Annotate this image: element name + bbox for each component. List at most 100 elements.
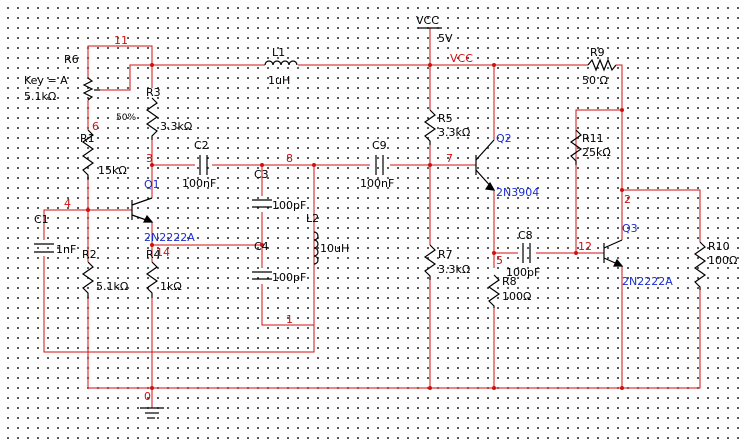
r1-ref: R1 [80,132,95,145]
l1-ref: L1 [272,46,285,59]
net-label: 3 [146,152,153,165]
q3-emitter-arrow [613,258,624,267]
r4-ref: R4 [146,248,161,261]
net-label: 4 [64,197,71,210]
r7-body [423,244,437,280]
wire-c4-bottom [261,284,314,326]
junction [150,63,154,67]
junction [428,163,432,167]
r10-ref: R10 [708,240,730,253]
junction [86,208,90,212]
r4-body [145,261,159,298]
q3-collector-leg [603,239,623,249]
junction [620,386,624,390]
net-label: 7 [446,152,453,165]
junction [574,251,578,255]
junction [428,63,432,67]
r11-value: 25kΩ [582,146,611,159]
r4-value: 1kΩ [160,280,182,293]
net-label: 2 [624,193,631,206]
net-label: 12 [578,240,592,253]
q2-model: 2N3904 [496,186,539,199]
wire-c1 [43,209,88,240]
r5-ref: R5 [438,112,453,125]
q3-ref: Q3 [622,222,638,235]
vcc-label: VCC [416,14,439,27]
junction [312,163,316,167]
c3-ref: C3 [254,168,269,181]
q2-emitter-arrow [484,181,496,191]
c4-value: 100pF [272,271,306,284]
r3-ref: R3 [146,86,161,99]
junction [620,108,624,112]
l1-coil [264,60,298,66]
c2-ref: C2 [194,139,209,152]
junction [150,386,154,390]
net-label: 11 [114,34,128,47]
junction [260,243,264,247]
junction [492,63,496,67]
r7-ref: R7 [438,248,453,261]
labels: R6 Key = A 5.1kΩ 50% R1 15kΩ R2 5.1kΩ R3… [24,14,737,403]
junction [428,386,432,390]
q2-ref: Q2 [496,132,512,145]
c2-value: 100nF [182,177,216,190]
junction [492,251,496,255]
net-label: 8 [286,152,293,165]
ground-icon [140,407,164,419]
wire-net11 [87,45,153,88]
junction [260,163,264,167]
c3-value: 100pF [272,199,306,212]
junction [620,188,624,192]
q1-model: 2N2222A [144,231,195,244]
r6-key: Key = A [24,74,68,87]
r6-ref: R6 [64,53,79,66]
wire-wiper [94,64,152,91]
wire-r11 [575,109,622,253]
r1-value: 15kΩ [98,164,127,177]
junction [150,243,154,247]
wires [43,28,701,408]
c8-ref: C8 [518,229,533,242]
wire-r10-top [622,189,701,242]
r3-body [145,97,159,140]
net-label: 0 [144,390,151,403]
net-label: 14 [156,246,170,259]
net-label: 1 [286,313,293,326]
l2-coil [313,231,319,265]
c1-value: 1nF [56,243,76,256]
junction [150,163,154,167]
c1-ref: C1 [34,213,49,226]
r11-body [569,129,583,165]
c8-value: 100pF [506,266,540,279]
wire-c1-bottom [43,165,315,353]
r6-value: 5.1kΩ [24,90,56,103]
r7-value: 3.3kΩ [438,263,470,276]
r9-body [587,58,617,72]
r6-body [82,77,94,101]
net-label: 5 [496,254,503,267]
q3-model: 2N2222A [622,275,673,288]
r2-value: 5.1kΩ [96,280,128,293]
q1-collector-leg [131,197,153,206]
junction-dots [86,63,624,390]
l1-value: 1uH [268,74,290,87]
wire-ground-rail [88,290,701,389]
q1-ref: Q1 [144,178,160,191]
r2-body [81,261,95,298]
r9-ref: R9 [590,46,605,59]
q2-collector-leg [475,139,495,161]
r10-body [693,241,707,290]
components [34,27,707,419]
r8-value: 100Ω [502,290,531,303]
r9-value: 50 Ω [582,74,608,87]
r5-value: 3.3kΩ [438,126,470,139]
q1-emitter-arrow [143,214,154,223]
junction [492,386,496,390]
c9-value: 100nF [360,177,394,190]
l2-ref: L2 [306,212,319,225]
r6-wiper: 50% [116,113,136,123]
r1-body [81,129,95,180]
